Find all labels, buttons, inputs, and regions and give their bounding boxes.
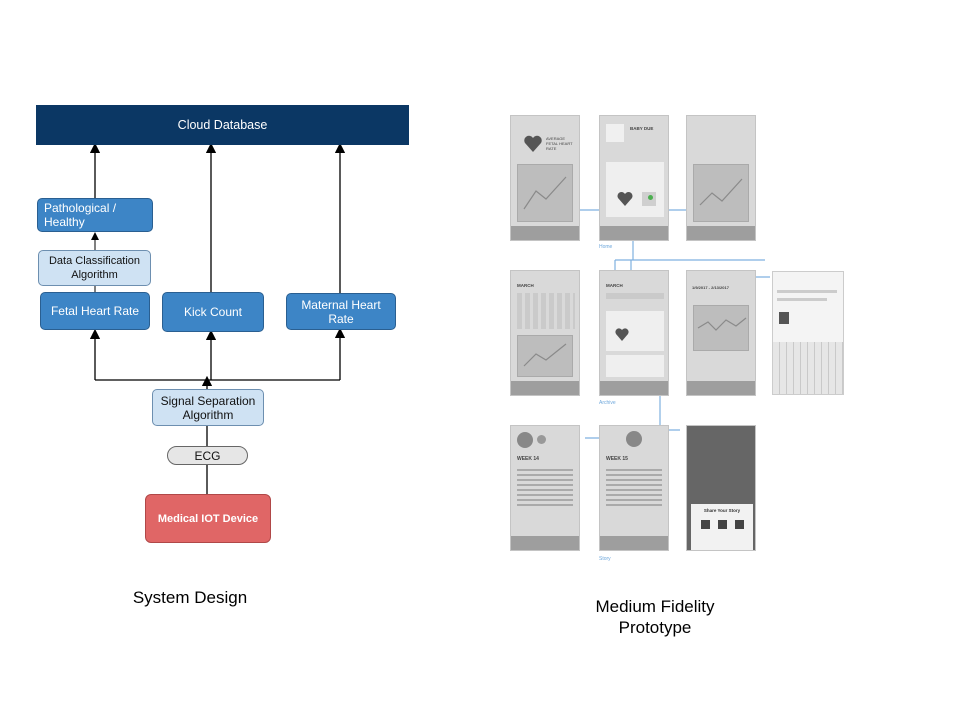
chart-thumbnail	[693, 164, 749, 222]
share-sheet: Share Your Story	[691, 504, 753, 550]
chart-thumbnail	[693, 305, 749, 351]
story-screen-2: WEEK 15	[599, 425, 669, 551]
archive-entry-card	[606, 355, 664, 377]
calendar-grid	[517, 293, 575, 329]
fetal-heart-rate-box: Fetal Heart Rate	[40, 292, 150, 330]
week-15-title: WEEK 15	[606, 456, 628, 462]
chart-thumbnail	[517, 335, 573, 377]
twitter-icon	[718, 520, 727, 529]
email-share-screen	[772, 271, 844, 395]
archive-entry-card	[606, 311, 664, 351]
prototype-board: AVERAGE FETAL HEART RATE BABY DUE Home M…	[505, 110, 855, 562]
archive-list-screen: MARCH	[599, 270, 669, 396]
cloud-database-label: Cloud Database	[177, 118, 268, 132]
signal-separation-label: Signal Separation Algorithm	[160, 393, 256, 422]
cloud-database-box: Cloud Database	[36, 105, 409, 145]
date-range-text: 1/9/2017 - 2/13/2017	[692, 285, 729, 290]
home-screen-1: AVERAGE FETAL HEART RATE	[510, 115, 580, 241]
tab-bar	[687, 381, 755, 395]
heart-icon	[524, 135, 542, 152]
share-story-screen: Share Your Story	[686, 425, 756, 551]
archive-calendar-screen: MARCH	[510, 270, 580, 396]
home-screen-3	[686, 115, 756, 241]
tab-bar	[511, 226, 579, 240]
archive-month: MARCH	[517, 283, 534, 288]
chart-thumbnail	[517, 164, 573, 222]
facebook-icon	[701, 520, 710, 529]
baby-photo-placeholder	[606, 124, 624, 142]
medical-iot-device-label: Medical IOT Device	[157, 512, 259, 525]
prototype-caption: Medium Fidelity Prototype	[595, 597, 715, 637]
tab-bar	[687, 226, 755, 240]
pathological-healthy-box: Pathological / Healthy	[37, 198, 153, 232]
fetal-heart-rate-label: Fetal Heart Rate	[50, 304, 140, 318]
medical-iot-device-box: Medical IOT Device	[145, 494, 271, 543]
maternal-heart-rate-box: Maternal Heart Rate	[286, 293, 396, 330]
system-design-caption: System Design	[132, 588, 248, 607]
label-story: Story	[599, 556, 611, 562]
archive-month-2: MARCH	[606, 283, 623, 288]
tab-bar	[600, 381, 668, 395]
share-story-title: Share Your Story	[703, 508, 741, 513]
keyboard	[773, 342, 843, 394]
baby-due-title: BABY DUE	[630, 126, 654, 131]
signal-separation-box: Signal Separation Algorithm	[152, 389, 264, 426]
pathological-healthy-label: Pathological / Healthy	[44, 201, 117, 229]
email-icon	[735, 520, 744, 529]
tab-bar	[511, 536, 579, 550]
tab-bar	[600, 226, 668, 240]
today-card	[606, 162, 664, 217]
date-range-screen: 1/9/2017 - 2/13/2017	[686, 270, 756, 396]
tab-bar	[600, 536, 668, 550]
week-14-title: WEEK 14	[517, 456, 539, 462]
data-classification-label: Data Classification Algorithm	[48, 255, 141, 281]
maternal-heart-rate-label: Maternal Heart Rate	[301, 297, 381, 326]
tab-bar	[511, 381, 579, 395]
kick-count-label: Kick Count	[183, 305, 243, 319]
kick-count-box: Kick Count	[162, 292, 264, 332]
ecg-box: ECG	[167, 446, 248, 465]
label-home: Home	[599, 244, 613, 250]
ecg-label: ECG	[194, 448, 221, 463]
label-archive: Archive	[599, 400, 616, 406]
data-classification-box: Data Classification Algorithm	[38, 250, 151, 286]
home-screen-2: BABY DUE	[599, 115, 669, 241]
avg-fetal-hr-title: AVERAGE FETAL HEART RATE	[546, 136, 573, 151]
story-screen-1: WEEK 14	[510, 425, 580, 551]
